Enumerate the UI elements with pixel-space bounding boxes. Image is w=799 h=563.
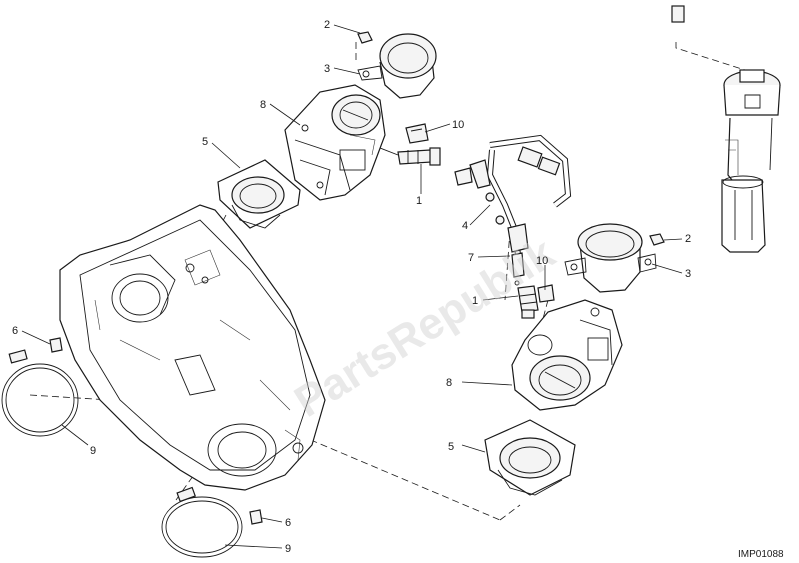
injector-clip-mid <box>537 284 555 303</box>
callout-8-top: 8 <box>260 99 266 111</box>
callout-1-top: 1 <box>416 195 422 207</box>
injector-mid <box>517 285 539 319</box>
intake-funnel-right <box>564 223 657 293</box>
bolt-bottom <box>249 509 263 525</box>
callout-7: 7 <box>468 252 474 264</box>
throttle-body-bottom <box>511 299 623 411</box>
callout-4: 4 <box>462 220 468 232</box>
airbox-housing <box>59 204 326 491</box>
callout-1-mid: 1 <box>472 295 478 307</box>
callout-6-left: 6 <box>12 325 18 337</box>
callout-10-mid: 10 <box>536 255 548 267</box>
screw-right <box>649 233 665 246</box>
watermark-text: PartsRepublik <box>286 228 563 427</box>
fastener-4 <box>485 192 505 225</box>
screw-top <box>357 31 373 44</box>
fuel-line-assembly <box>454 5 685 286</box>
bolt-left <box>49 337 63 353</box>
callout-2-right: 2 <box>685 233 691 245</box>
fuel-pump-assembly <box>721 69 781 253</box>
callout-5-bottom: 5 <box>448 441 454 453</box>
callout-9-bottom: 9 <box>285 543 291 555</box>
image-reference-code: IMP01088 <box>738 549 784 560</box>
callout-10-top: 10 <box>452 119 464 131</box>
intake-funnel-top <box>357 33 437 99</box>
flange-bottom <box>484 419 576 496</box>
callout-5-top: 5 <box>202 136 208 148</box>
injector-clip-top <box>405 123 429 144</box>
callout-3-right: 3 <box>685 268 691 280</box>
leader-lines <box>21 24 683 549</box>
callout-6-bottom: 6 <box>285 517 291 529</box>
callout-3-top: 3 <box>324 63 330 75</box>
flange-top <box>217 159 301 229</box>
hose-clamp-bottom <box>161 486 243 558</box>
callout-9-left: 9 <box>90 445 96 457</box>
callout-2-top: 2 <box>324 19 330 31</box>
callout-labels: 2 3 8 10 5 1 4 7 10 1 2 3 6 9 8 5 6 9 <box>12 19 691 555</box>
throttle-body-top <box>284 84 386 201</box>
injector-top <box>379 147 441 166</box>
hose-clamp-left <box>1 349 79 437</box>
callout-8-bottom: 8 <box>446 377 452 389</box>
